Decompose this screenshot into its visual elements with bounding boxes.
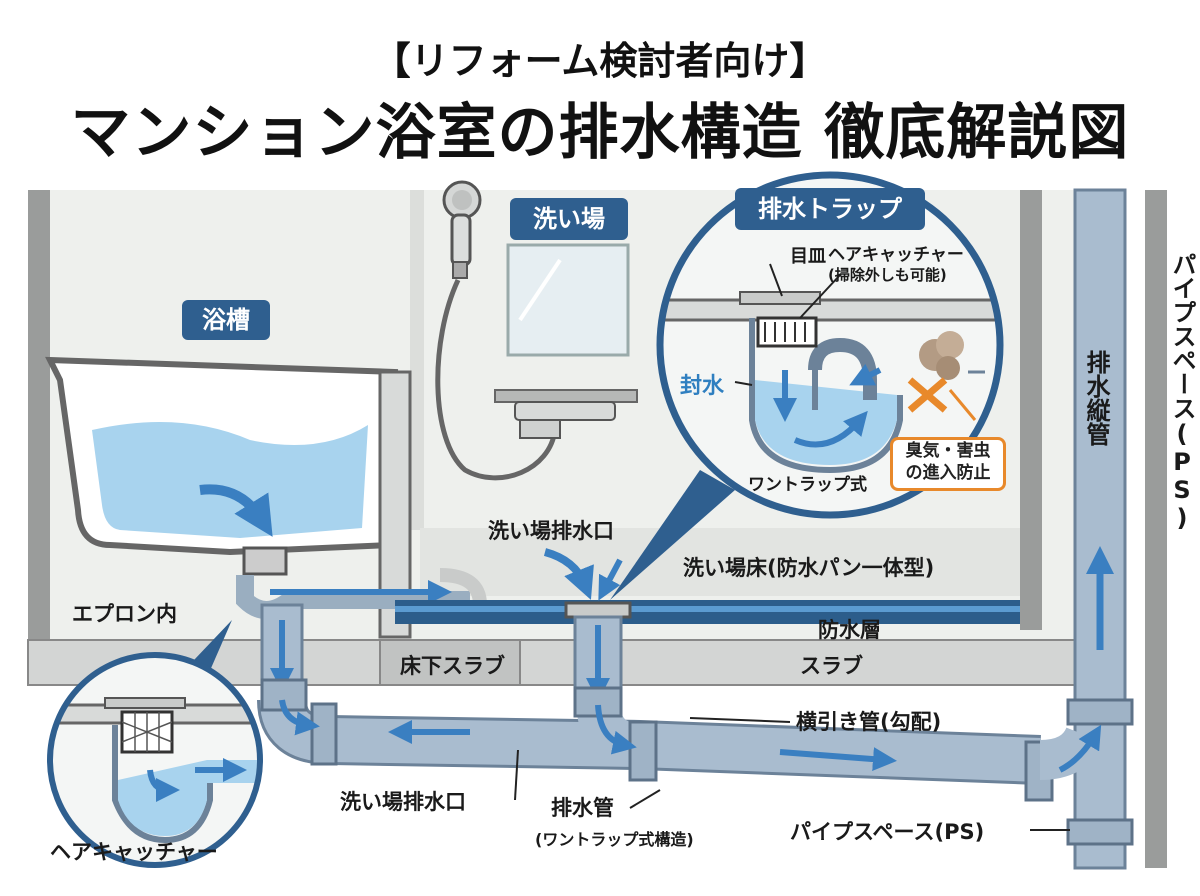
label-washing-area: 洗い場 (510, 198, 628, 240)
label-washing-drain-bottom: 洗い場排水口 (340, 790, 466, 814)
label-seal-water: 封水 (680, 374, 725, 399)
mirror (506, 243, 630, 357)
label-drain-pipe: 排水管 (551, 796, 614, 820)
label-underfloor-slab: 床下スラブ (400, 654, 505, 678)
label-apron-inside: エプロン内 (72, 602, 177, 626)
right-wall (1020, 190, 1042, 630)
label-horizontal-pipe: 横引き管(勾配) (796, 710, 942, 734)
tub-drain (242, 546, 288, 576)
label-cover: 目皿 (790, 246, 826, 267)
left-wall (28, 190, 50, 640)
page-subtitle: 【リフォーム検討者向け】 (372, 39, 828, 83)
trap-callout-pointer (610, 470, 735, 600)
shower-icon (435, 180, 558, 481)
label-pipe-space-bottom: パイプスペース(PS) (790, 820, 985, 844)
trap-hair-catcher (756, 316, 818, 348)
washing-floor (420, 528, 1020, 596)
label-bathtub: 浴槽 (182, 300, 270, 340)
label-vertical-pipe: 排水縦管 (1082, 350, 1110, 446)
tub-water (92, 422, 368, 538)
prevention-line-1: 臭気・害虫 (905, 441, 991, 461)
label-hair-catcher: ヘアキャッチャー (50, 840, 218, 864)
label-slab: スラブ (800, 654, 863, 678)
prevention-badge: 臭気・害虫 の進入防止 (890, 437, 1006, 491)
label-drain-trap: 排水トラップ (735, 188, 925, 230)
prevention-line-2: の進入防止 (905, 463, 991, 483)
label-trap-type: ワントラップ式 (748, 475, 867, 495)
label-trap-hair-catcher: ヘアキャッチャー (828, 245, 964, 265)
label-waterproof-layer: 防水層 (818, 618, 881, 642)
label-trap-hair-catcher-note: (掃除外しも可能) (828, 266, 947, 284)
label-pipe-space-vertical: パイプスペース(PS) (1168, 252, 1196, 532)
page-title: マンション浴室の排水構造 徹底解説図 (70, 98, 1130, 168)
label-washing-drain-top: 洗い場排水口 (488, 519, 614, 543)
wash-drain (564, 601, 632, 619)
faucet (514, 401, 616, 421)
label-drain-pipe-note: (ワントラップ式構造) (535, 830, 694, 849)
ps-wall (1145, 190, 1167, 868)
block-x-icon (907, 377, 948, 413)
label-washing-floor: 洗い場床(防水パン一体型) (683, 556, 935, 580)
